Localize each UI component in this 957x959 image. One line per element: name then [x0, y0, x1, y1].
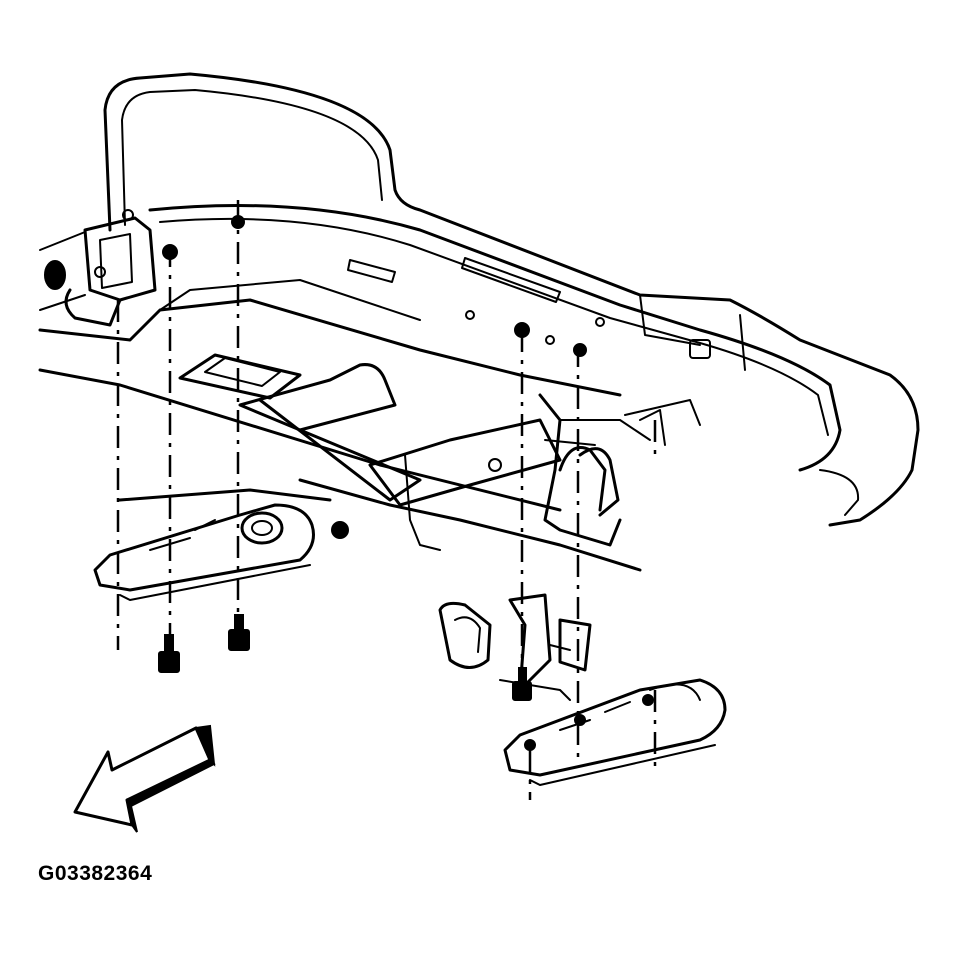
fasteners — [158, 215, 654, 751]
bolt-icon — [158, 634, 180, 673]
nut-icon — [524, 739, 536, 751]
installation-guide-lines — [116, 200, 657, 800]
right-step-pad — [503, 678, 727, 786]
nut-icon — [231, 215, 245, 229]
bolt-icon — [512, 667, 532, 701]
left-bumper-bracket — [39, 209, 157, 327]
nut-icon — [574, 714, 586, 726]
nut-icon — [162, 244, 178, 260]
figure-code: G03382364 — [38, 862, 153, 885]
front-direction-arrow-icon — [73, 724, 216, 833]
rear-bumper-fascia — [103, 72, 920, 527]
nut-icon — [514, 322, 530, 338]
nut-icon — [573, 343, 587, 357]
nut-icon — [642, 694, 654, 706]
bolt-icon — [228, 614, 250, 651]
right-mounting-bracket — [438, 593, 592, 701]
frame-rail-assembly — [38, 279, 701, 572]
left-step-pad — [93, 503, 315, 601]
